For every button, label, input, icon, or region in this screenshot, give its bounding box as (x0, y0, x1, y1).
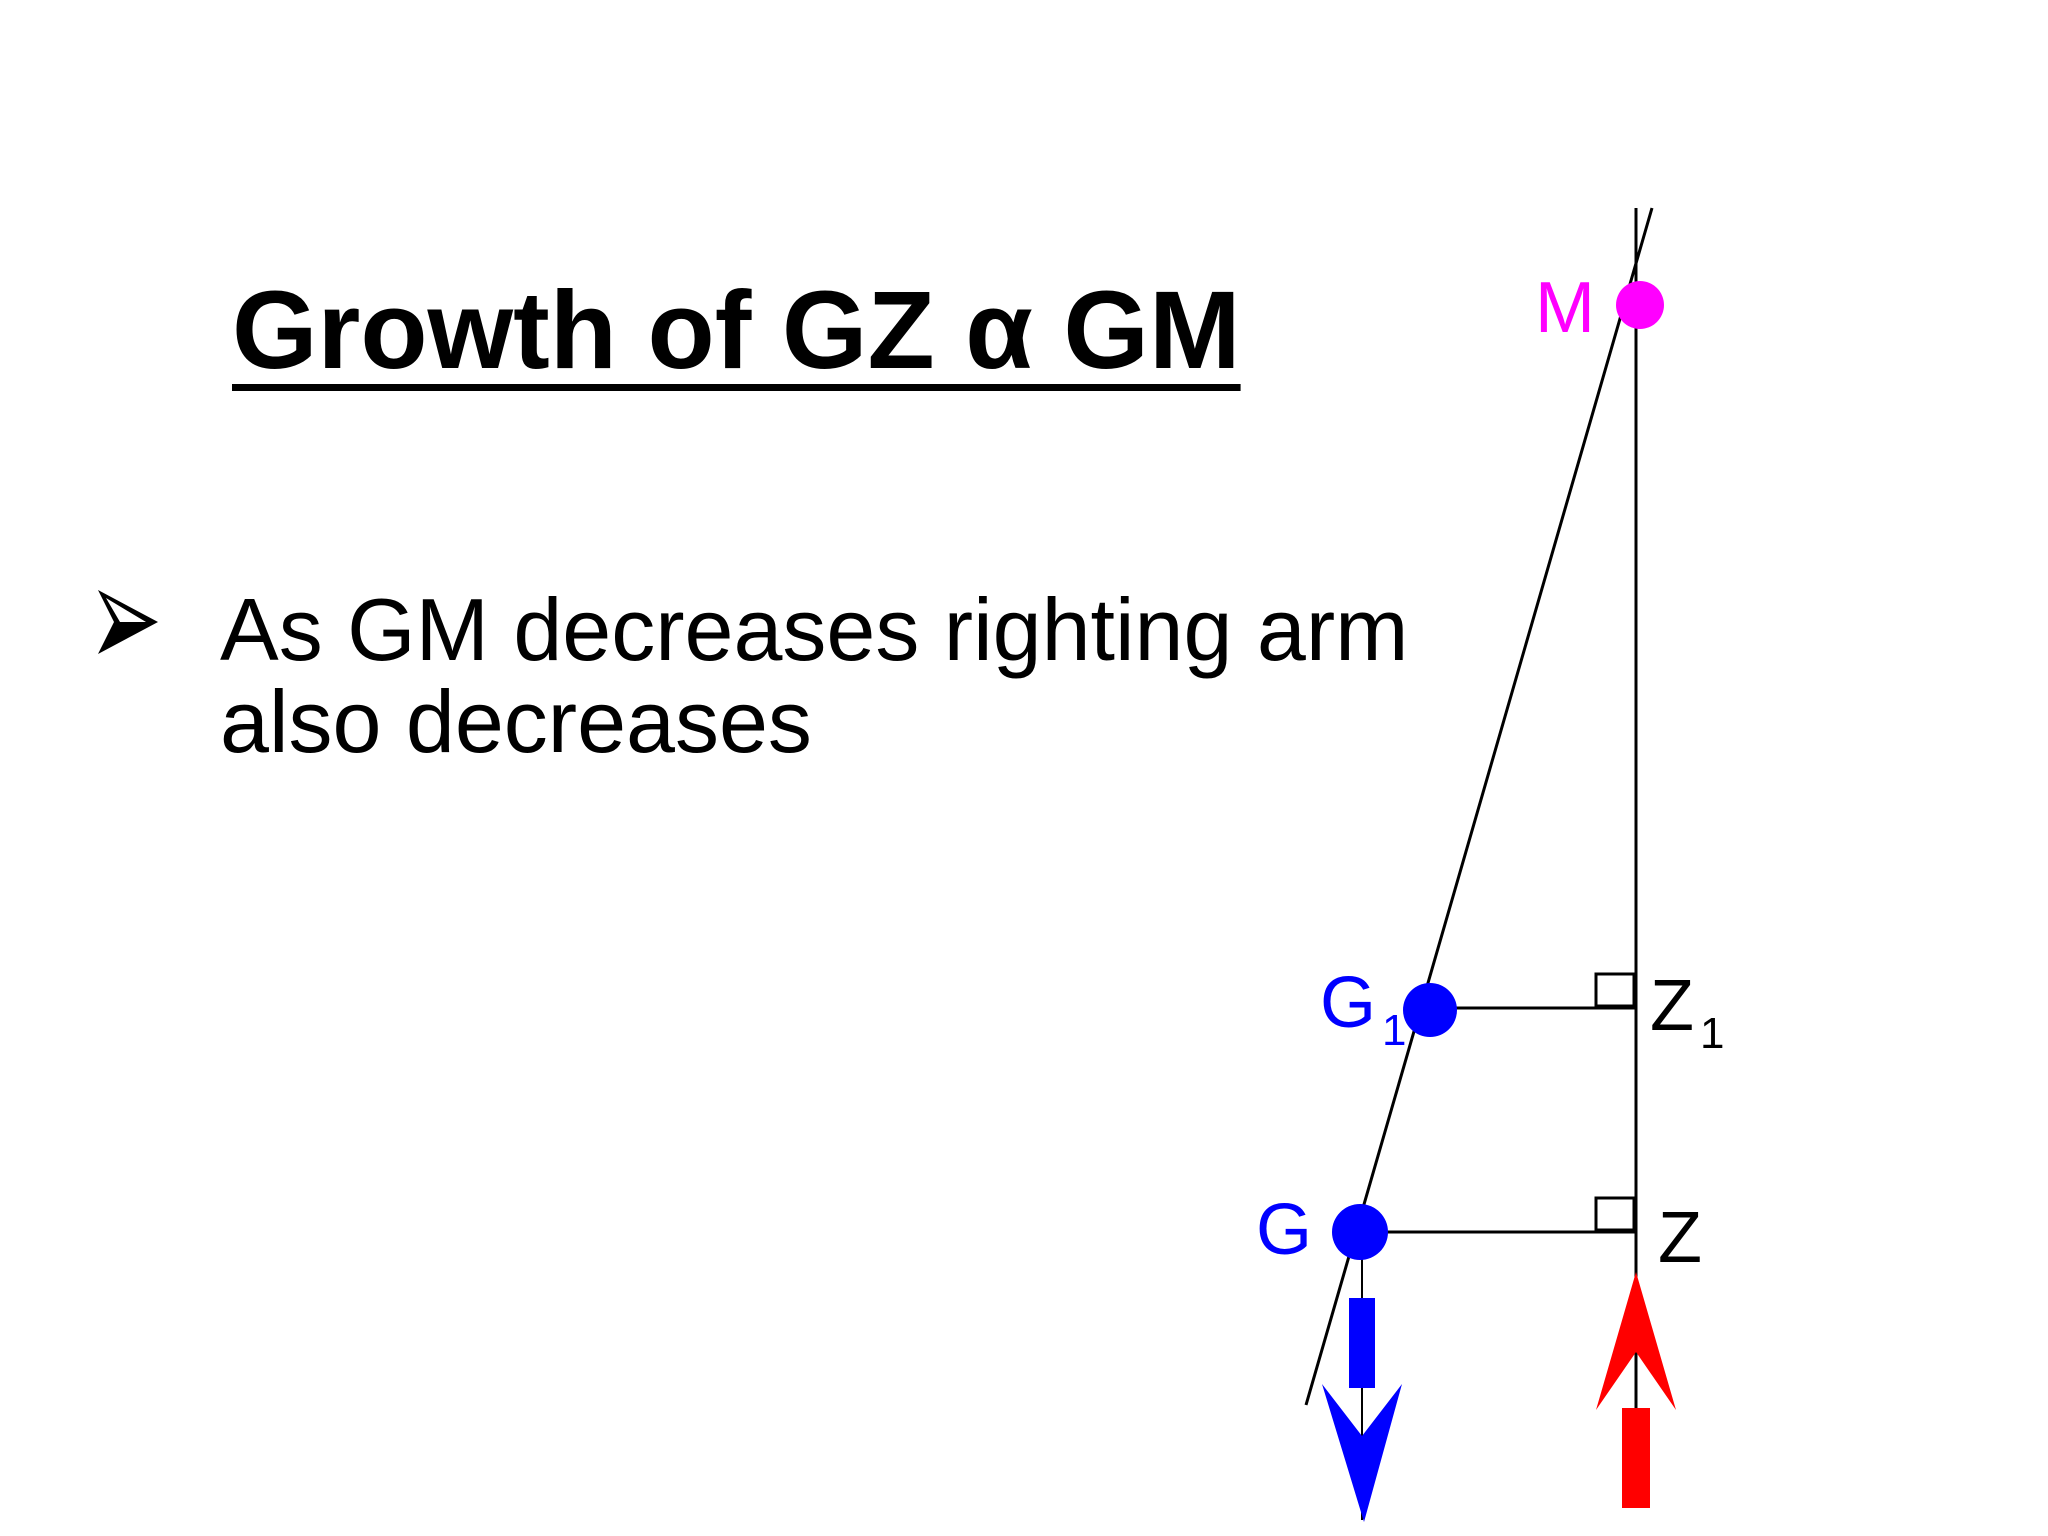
bullet-item: As GM decreases righting arm also decrea… (220, 584, 1520, 768)
buoyancy-arrow-head (1596, 1272, 1676, 1410)
bullet-line-1: As GM decreases righting arm (220, 580, 1409, 679)
right-angle-marker-z (1594, 1196, 1636, 1232)
label-m: M (1535, 268, 1595, 348)
label-z1-subscript: 1 (1700, 1009, 1724, 1058)
slide-title: Growth of GZ α GM (232, 269, 1241, 392)
gravity-arrow-bar (1349, 1298, 1375, 1388)
label-z1: Z (1650, 966, 1694, 1046)
arrowhead-bullet-icon (98, 590, 158, 654)
right-angle-marker-z1 (1594, 972, 1636, 1008)
point-g1 (1403, 983, 1457, 1037)
label-g1: G (1320, 963, 1376, 1043)
buoyancy-arrow-bar (1622, 1408, 1650, 1508)
label-g1-subscript: 1 (1382, 1006, 1406, 1055)
label-g: G (1256, 1190, 1312, 1270)
point-m (1616, 281, 1664, 329)
gravity-arrow-head (1322, 1384, 1402, 1522)
point-g (1332, 1204, 1388, 1260)
label-z: Z (1658, 1198, 1702, 1278)
bullet-line-2: also decreases (220, 672, 812, 771)
